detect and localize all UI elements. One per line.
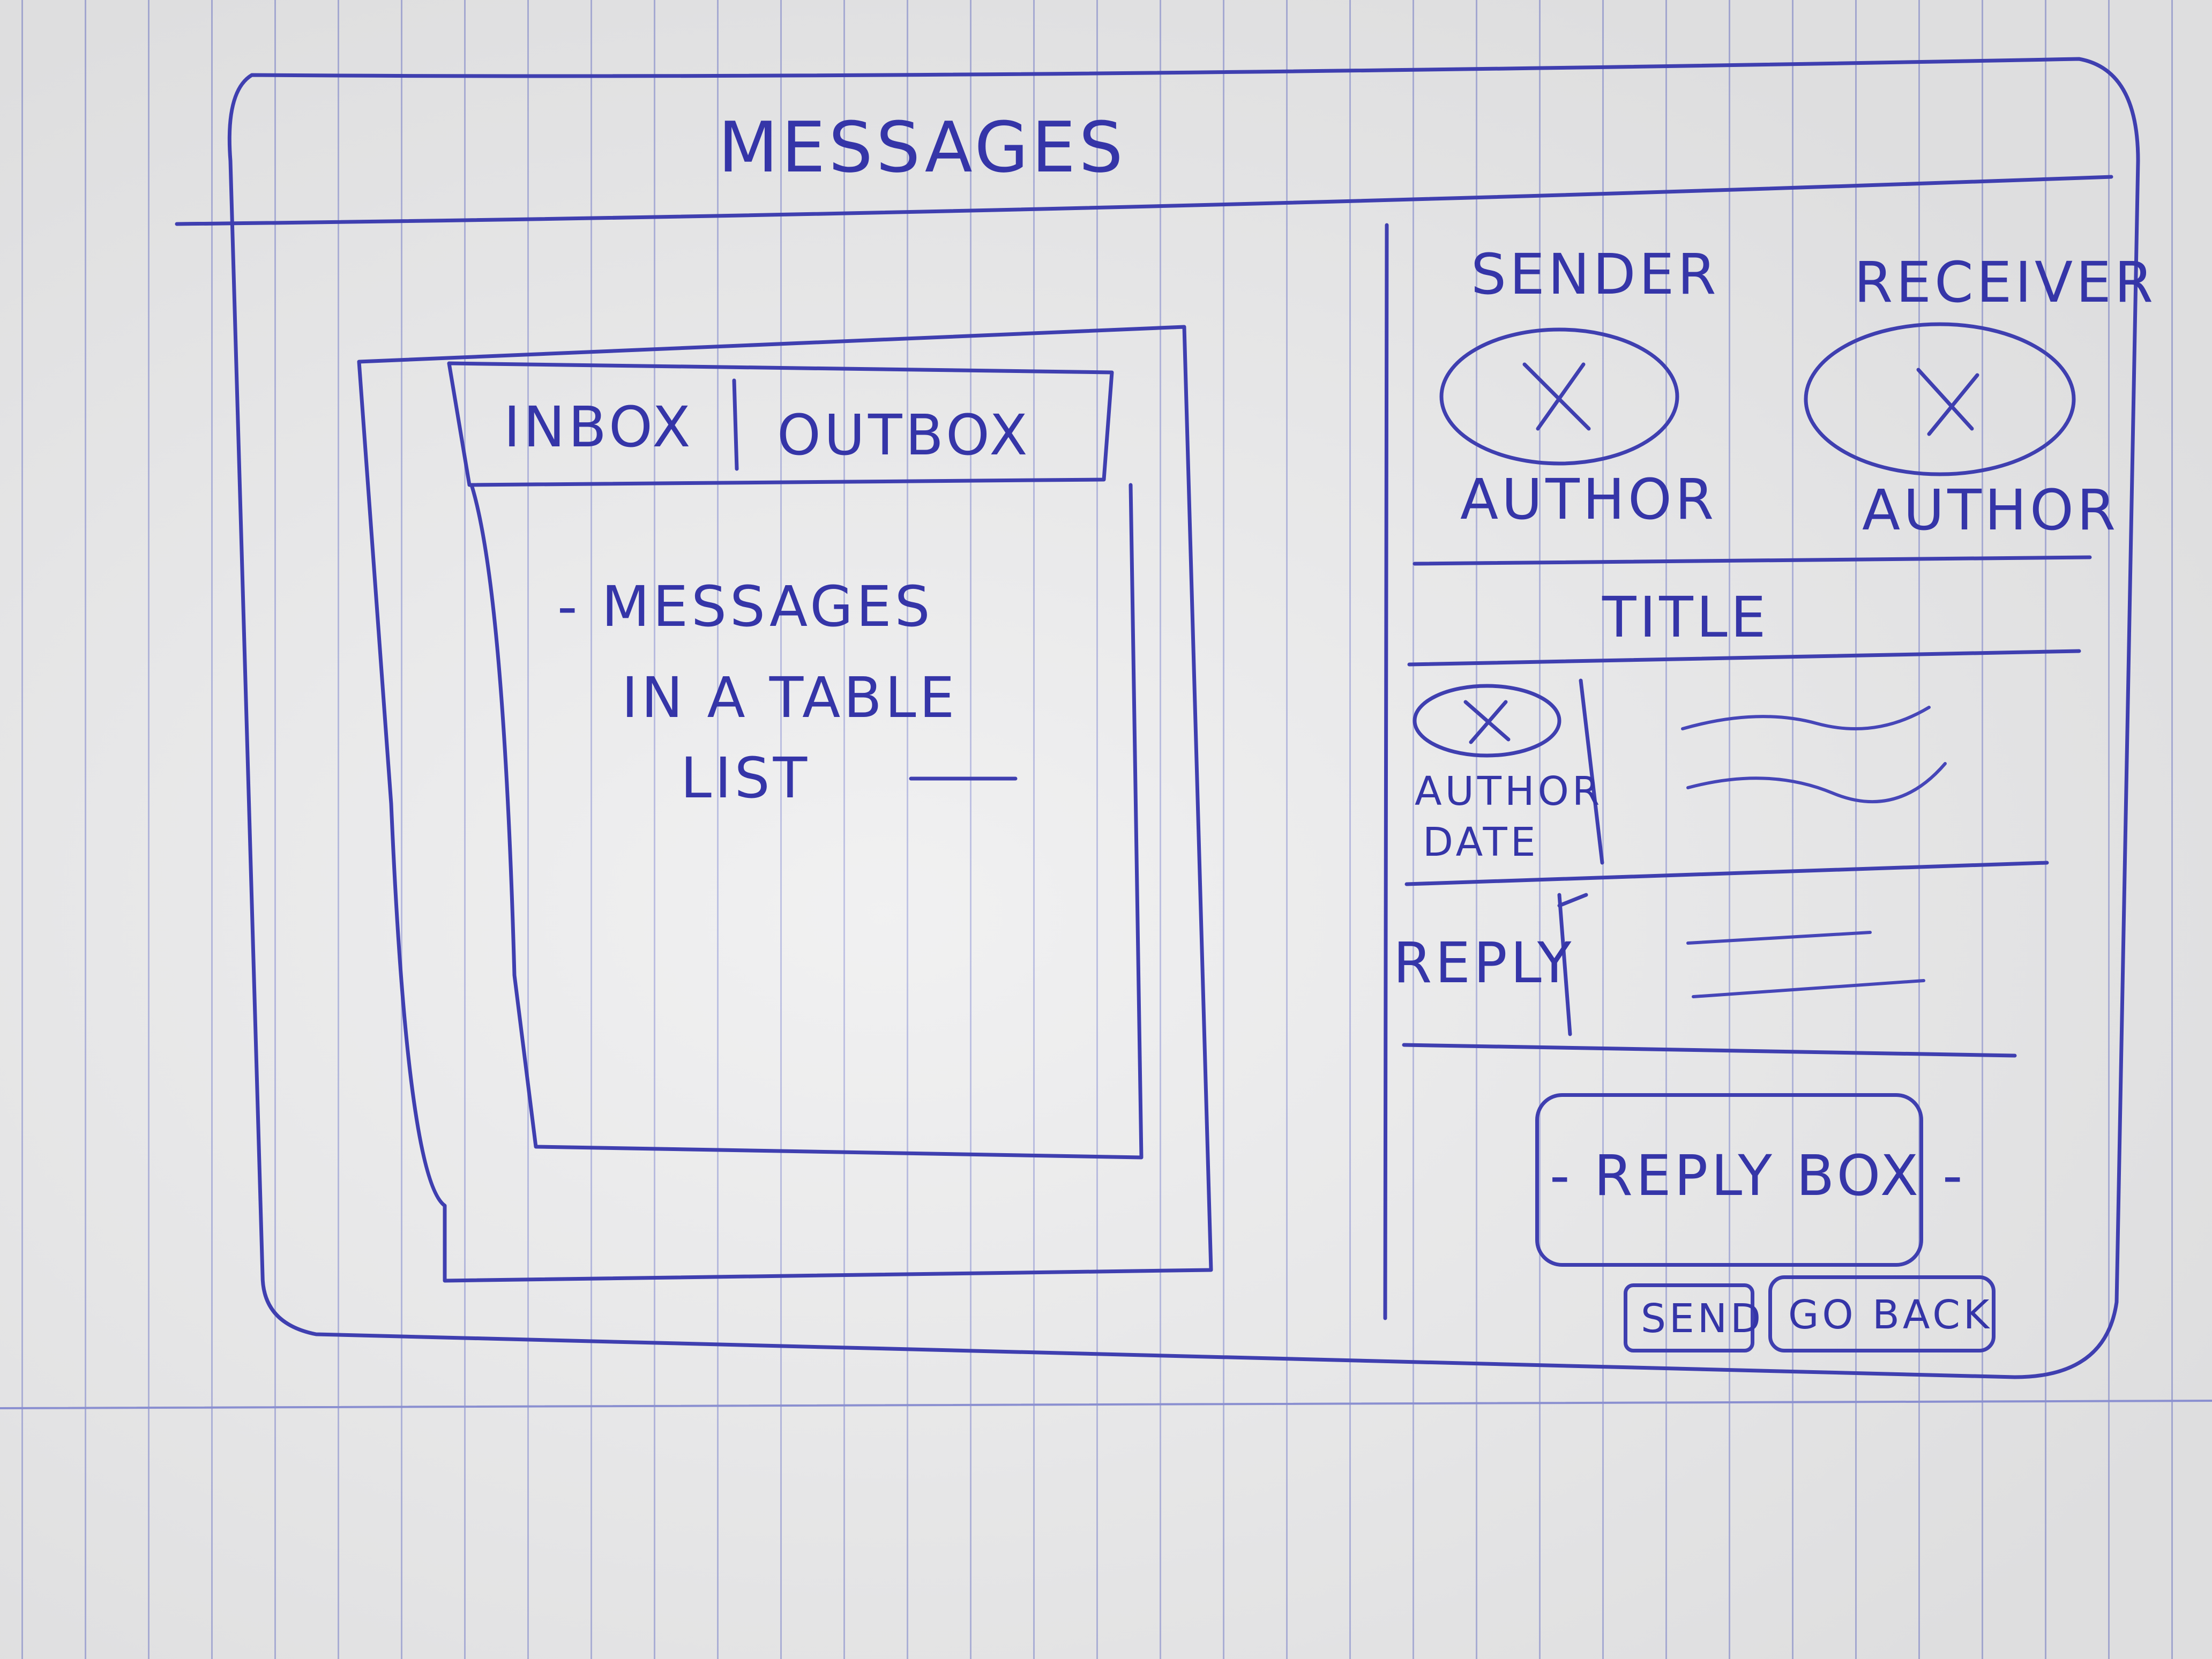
sender-avatar: [1439, 327, 1679, 466]
page-title: MESSAGES: [718, 107, 1126, 188]
message-list-area: [469, 483, 1144, 1160]
message-author-label: AUTHOR: [1415, 768, 1603, 814]
thread-title: TITLE: [1602, 585, 1769, 650]
receiver-heading: RECEIVER: [1854, 250, 2157, 315]
reply-text-line: [1692, 979, 1925, 998]
tab-divider: [732, 378, 739, 471]
message-text-line: [1681, 706, 1931, 730]
reply-meta-divider: [1557, 893, 1588, 1036]
send-button-label: SEND: [1641, 1296, 1765, 1342]
tab-bar-frame: [447, 361, 1114, 487]
header-divider: [175, 175, 2113, 226]
message-meta-divider: [1579, 678, 1604, 865]
receiver-avatar: [1804, 322, 2076, 476]
message-date-label: DATE: [1423, 819, 1539, 865]
reply-divider: [1402, 1043, 2017, 1058]
reply-text-line: [1686, 931, 1872, 945]
window-frame: [227, 57, 2140, 1379]
title-divider: [1407, 649, 2081, 667]
message-author-avatar: [1413, 684, 1561, 758]
sender-author-label: AUTHOR: [1460, 467, 1717, 532]
reply-box-placeholder: - REPLY BOX -: [1550, 1143, 1966, 1208]
receiver-author-label: AUTHOR: [1862, 477, 2119, 543]
receiver-avatar-cross-icon: [1916, 368, 1979, 436]
message-list-panel: [357, 325, 1213, 1283]
tab-outbox[interactable]: OUTBOX: [777, 402, 1031, 468]
sender-avatar-cross-icon: [1522, 362, 1591, 431]
panel-separator: [1383, 223, 1389, 1320]
reply-box[interactable]: - REPLY BOX -: [1535, 1093, 1963, 1267]
sender-heading: SENDER: [1471, 242, 1720, 307]
send-button[interactable]: SEND: [1624, 1283, 1761, 1352]
list-placeholder-line: IN A TABLE: [622, 665, 958, 730]
tab-inbox[interactable]: INBOX: [504, 394, 694, 460]
reply-label: REPLY: [1393, 930, 1575, 996]
participants-divider: [1413, 555, 2092, 566]
message-text-line: [1686, 762, 1947, 804]
message-divider: [1404, 861, 2049, 886]
list-placeholder-line: - MESSAGES: [557, 574, 933, 639]
message-avatar-cross-icon: [1463, 700, 1511, 744]
list-placeholder-line: LIST: [681, 745, 811, 811]
go-back-button[interactable]: GO BACK: [1768, 1275, 1996, 1352]
notebook-rule-line: [0, 1400, 2212, 1409]
go-back-button-label: GO BACK: [1788, 1292, 1993, 1338]
